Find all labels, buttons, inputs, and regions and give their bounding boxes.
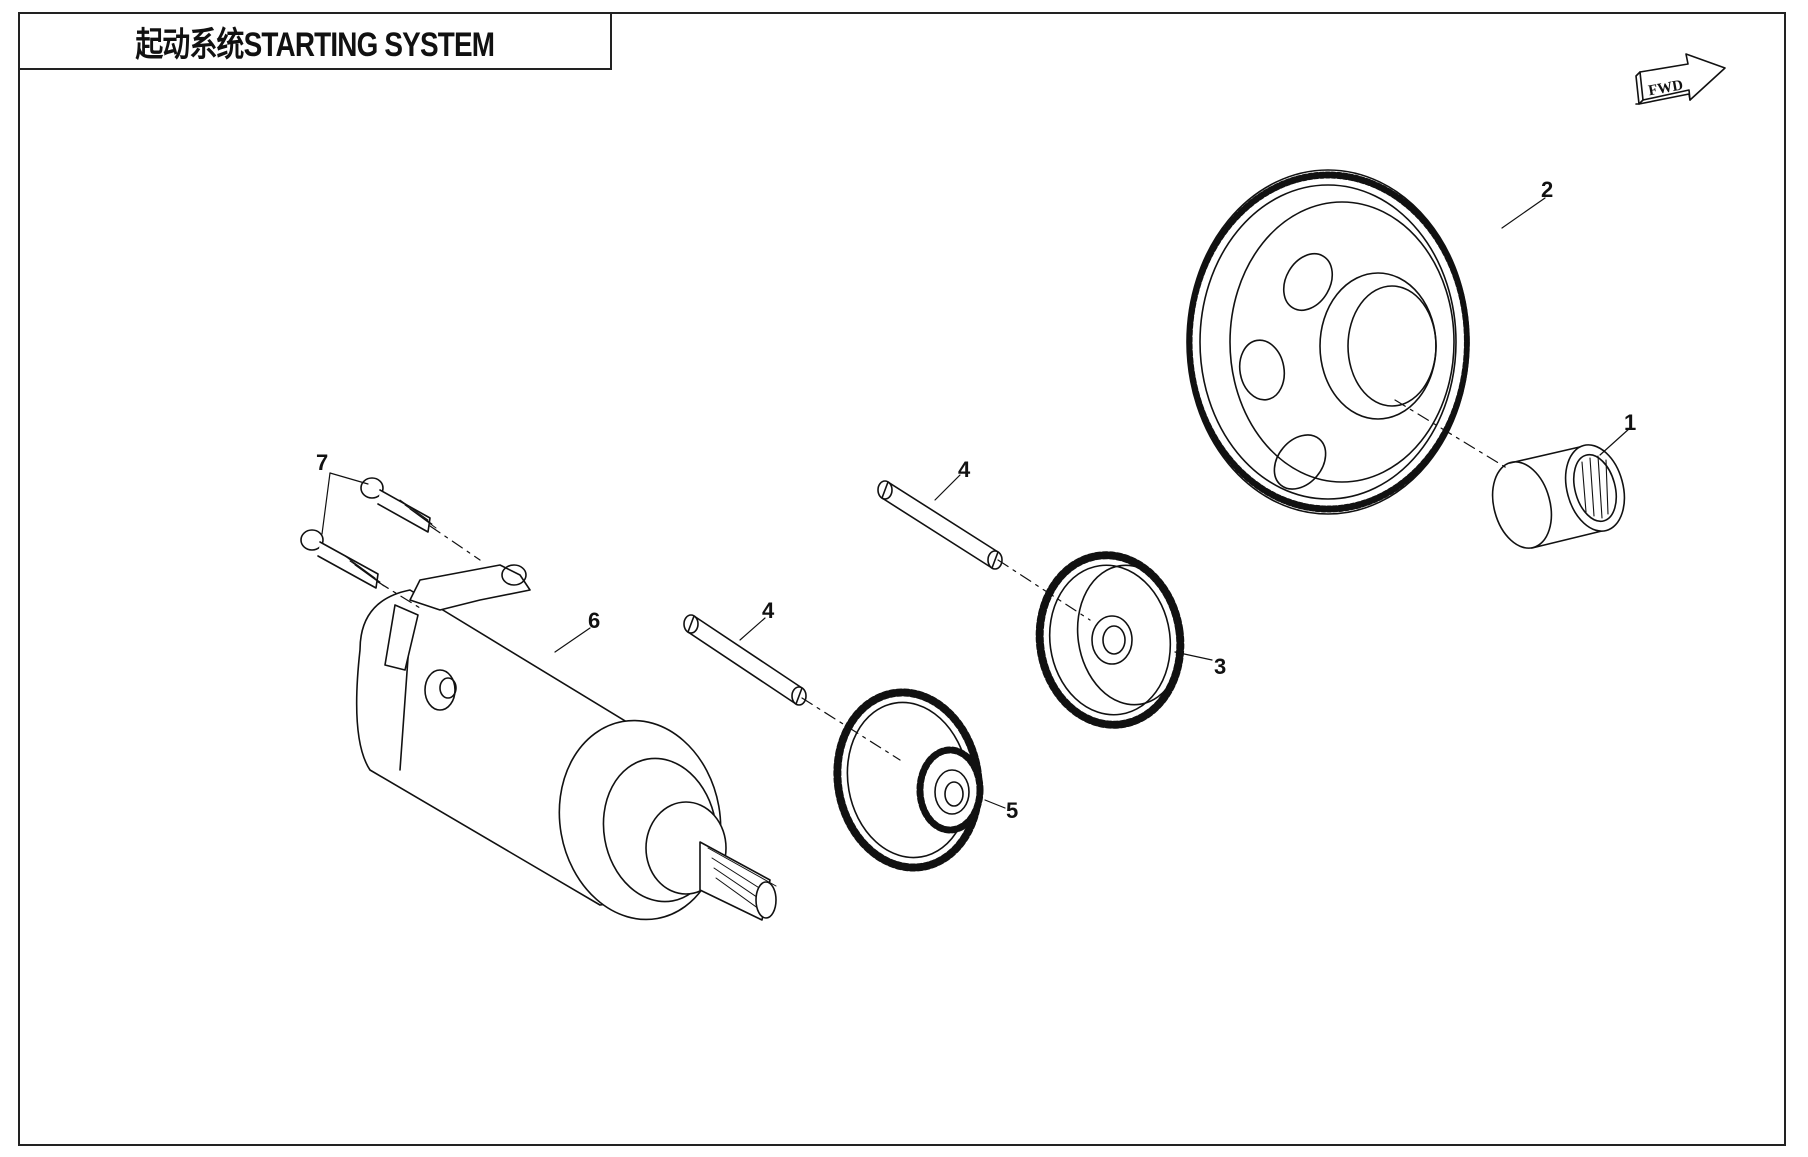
fwd-arrow-icon: FWD [1635,53,1726,105]
flange-bolt-icon [300,529,385,589]
starter-driven-gear-icon [1186,169,1470,515]
page-title: 起动系统STARTING SYSTEM [135,25,496,64]
callout-2: 2 [1541,177,1553,202]
callout-4-lower: 4 [762,598,775,623]
double-gear-icon [833,688,984,872]
callout-1: 1 [1624,410,1636,435]
title-box: 起动系统STARTING SYSTEM [18,12,612,70]
callout-3: 3 [1214,654,1226,679]
idle-gear-icon [1035,551,1185,729]
needle-bearing-icon [1491,444,1626,549]
callout-6: 6 [588,608,600,633]
assembly-axis-lines [377,399,1511,761]
callout-7: 7 [316,450,328,475]
gear-shaft-pin-icon [877,480,1003,570]
drawing-frame [18,12,1786,1146]
leader-lines [321,197,1631,809]
gear-shaft-pin-icon [683,614,807,706]
callout-5: 5 [1006,798,1018,823]
callout-4-upper: 4 [958,457,971,482]
fwd-label: FWD [1647,77,1684,99]
driven-gear-teeth [1186,171,1470,513]
starter-motor-icon [355,564,777,921]
flange-bolt-icon [360,477,437,533]
